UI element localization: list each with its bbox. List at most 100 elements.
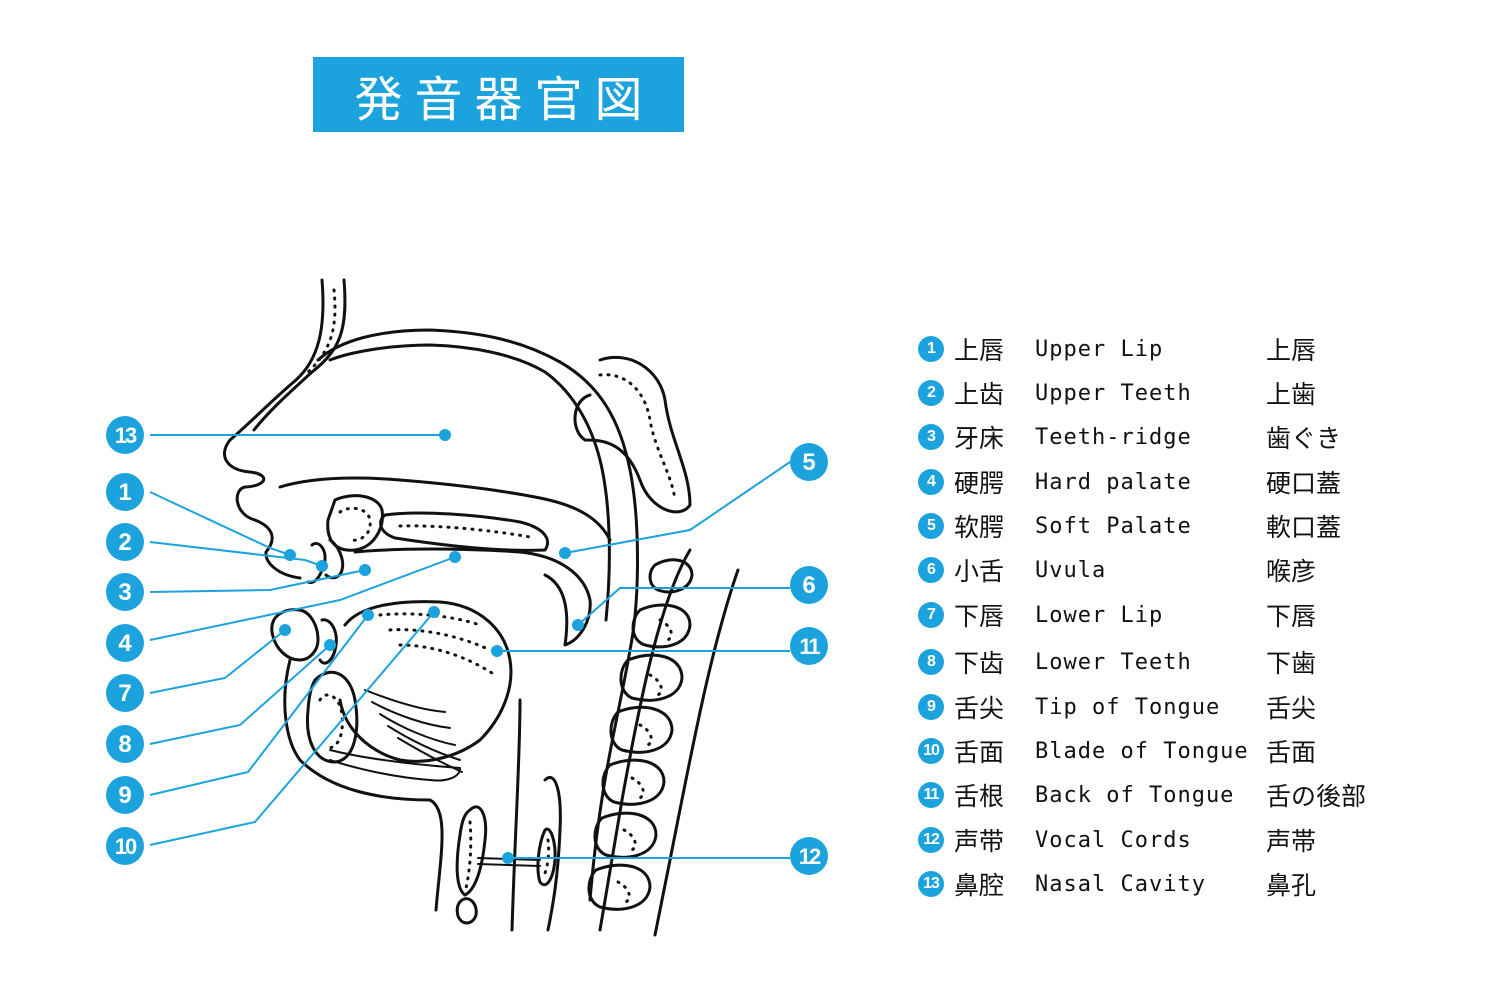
- legend-row: 9 舌尖 Tip of Tongue 舌尖: [918, 687, 1316, 727]
- term-alternative: 舌の後部: [1266, 782, 1367, 811]
- leader-5: [564, 461, 791, 554]
- term-english: Soft Palate: [1035, 513, 1192, 539]
- term-english: Hard palate: [1035, 469, 1192, 495]
- term-japanese: 舌尖: [954, 694, 1005, 723]
- leader-8: [149, 644, 331, 745]
- leader-3: [149, 569, 366, 593]
- maxilla-bone: [326, 494, 384, 552]
- number-badge: 4: [918, 469, 944, 495]
- callout-number: 1: [118, 479, 131, 506]
- tongue-fibers: [364, 689, 463, 773]
- nasal-roof-inner: [328, 343, 611, 622]
- point-5: [559, 547, 571, 559]
- cricoid: [455, 897, 478, 925]
- callout-badge-3: [106, 573, 144, 611]
- upper-teeth-ridge: [324, 538, 345, 580]
- term-english: Blade of Tongue: [1035, 738, 1249, 764]
- hard-palate-bone: [379, 511, 550, 552]
- number-badge: 3: [918, 424, 944, 450]
- vertebra-3: [619, 653, 684, 702]
- leader-9: [149, 614, 369, 796]
- vertebra-6: [593, 811, 658, 859]
- epiglottis: [510, 698, 522, 932]
- callout-badge-9: [106, 776, 144, 814]
- bone-texture: [304, 288, 677, 904]
- point-7: [279, 624, 291, 636]
- point-3: [359, 564, 371, 576]
- callout-number: 13: [115, 423, 137, 448]
- term-japanese: 鼻腔: [954, 871, 1005, 900]
- number-badge: 12: [918, 827, 944, 853]
- callout-badge-1: [106, 473, 144, 511]
- callout-badge-6: [790, 566, 828, 604]
- term-english: Nasal Cavity: [1035, 871, 1206, 897]
- term-english: Tip of Tongue: [1035, 694, 1221, 720]
- nasal-inner-wall: [252, 278, 347, 432]
- term-japanese: 硬腭: [954, 469, 1005, 498]
- term-japanese: 上唇: [954, 336, 1005, 365]
- spine-outer: [653, 568, 740, 937]
- jaw-muscle: [329, 749, 461, 782]
- point-8: [324, 639, 336, 651]
- callout-badge-2: [106, 523, 144, 561]
- callout-number: 7: [118, 680, 131, 707]
- term-japanese: 上齿: [954, 380, 1005, 409]
- point-12: [502, 852, 514, 864]
- term-alternative: 硬口蓋: [1266, 469, 1342, 498]
- callout-number: 4: [118, 630, 132, 657]
- legend-row: 3 牙床 Teeth-ridge 歯ぐき: [918, 417, 1341, 457]
- page-title: 発音器官図: [354, 71, 655, 128]
- term-english: Lower Teeth: [1035, 649, 1192, 675]
- number-badge: 6: [918, 557, 944, 583]
- point-11: [491, 645, 503, 657]
- vertebra-2: [631, 603, 692, 649]
- pharynx-wall: [598, 548, 692, 932]
- vertebra-7: [587, 863, 652, 911]
- point-10: [428, 606, 440, 618]
- term-alternative: 上唇: [1266, 336, 1317, 365]
- point-9: [362, 609, 374, 621]
- term-alternative: 舌尖: [1266, 694, 1317, 723]
- term-alternative: 軟口蓋: [1266, 513, 1342, 542]
- number-badge: 1: [918, 336, 944, 362]
- term-japanese: 小舌: [954, 557, 1005, 586]
- number-badge: 11: [918, 782, 944, 808]
- number-badge: 13: [918, 871, 944, 897]
- term-alternative: 歯ぐき: [1266, 424, 1342, 453]
- term-japanese: 下齿: [954, 649, 1005, 678]
- term-japanese: 舌面: [954, 738, 1005, 767]
- leader-4: [149, 556, 456, 641]
- term-alternative: 下歯: [1266, 649, 1317, 678]
- callout-number: 2: [118, 529, 131, 556]
- callout-leaders: [149, 429, 791, 864]
- callout-badge-11: [790, 627, 828, 665]
- leader-2: [149, 541, 323, 567]
- term-alternative: 下唇: [1266, 602, 1317, 631]
- callout-badge-10: [106, 827, 144, 865]
- term-english: Back of Tongue: [1035, 782, 1235, 808]
- number-badge: 5: [918, 513, 944, 539]
- term-japanese: 声带: [954, 827, 1005, 856]
- nasal-floor: [278, 476, 612, 542]
- vertebra-1: [648, 558, 694, 594]
- term-english: Upper Teeth: [1035, 380, 1192, 406]
- term-alternative: 喉彦: [1266, 557, 1317, 586]
- term-japanese: 牙床: [954, 424, 1005, 453]
- leader-7: [149, 629, 286, 694]
- callout-number: 9: [118, 782, 131, 809]
- tongue-outline: [338, 600, 513, 763]
- leader-6: [577, 587, 790, 626]
- number-badge: 9: [918, 694, 944, 720]
- term-english: Teeth-ridge: [1035, 424, 1192, 450]
- callout-number: 8: [118, 731, 131, 758]
